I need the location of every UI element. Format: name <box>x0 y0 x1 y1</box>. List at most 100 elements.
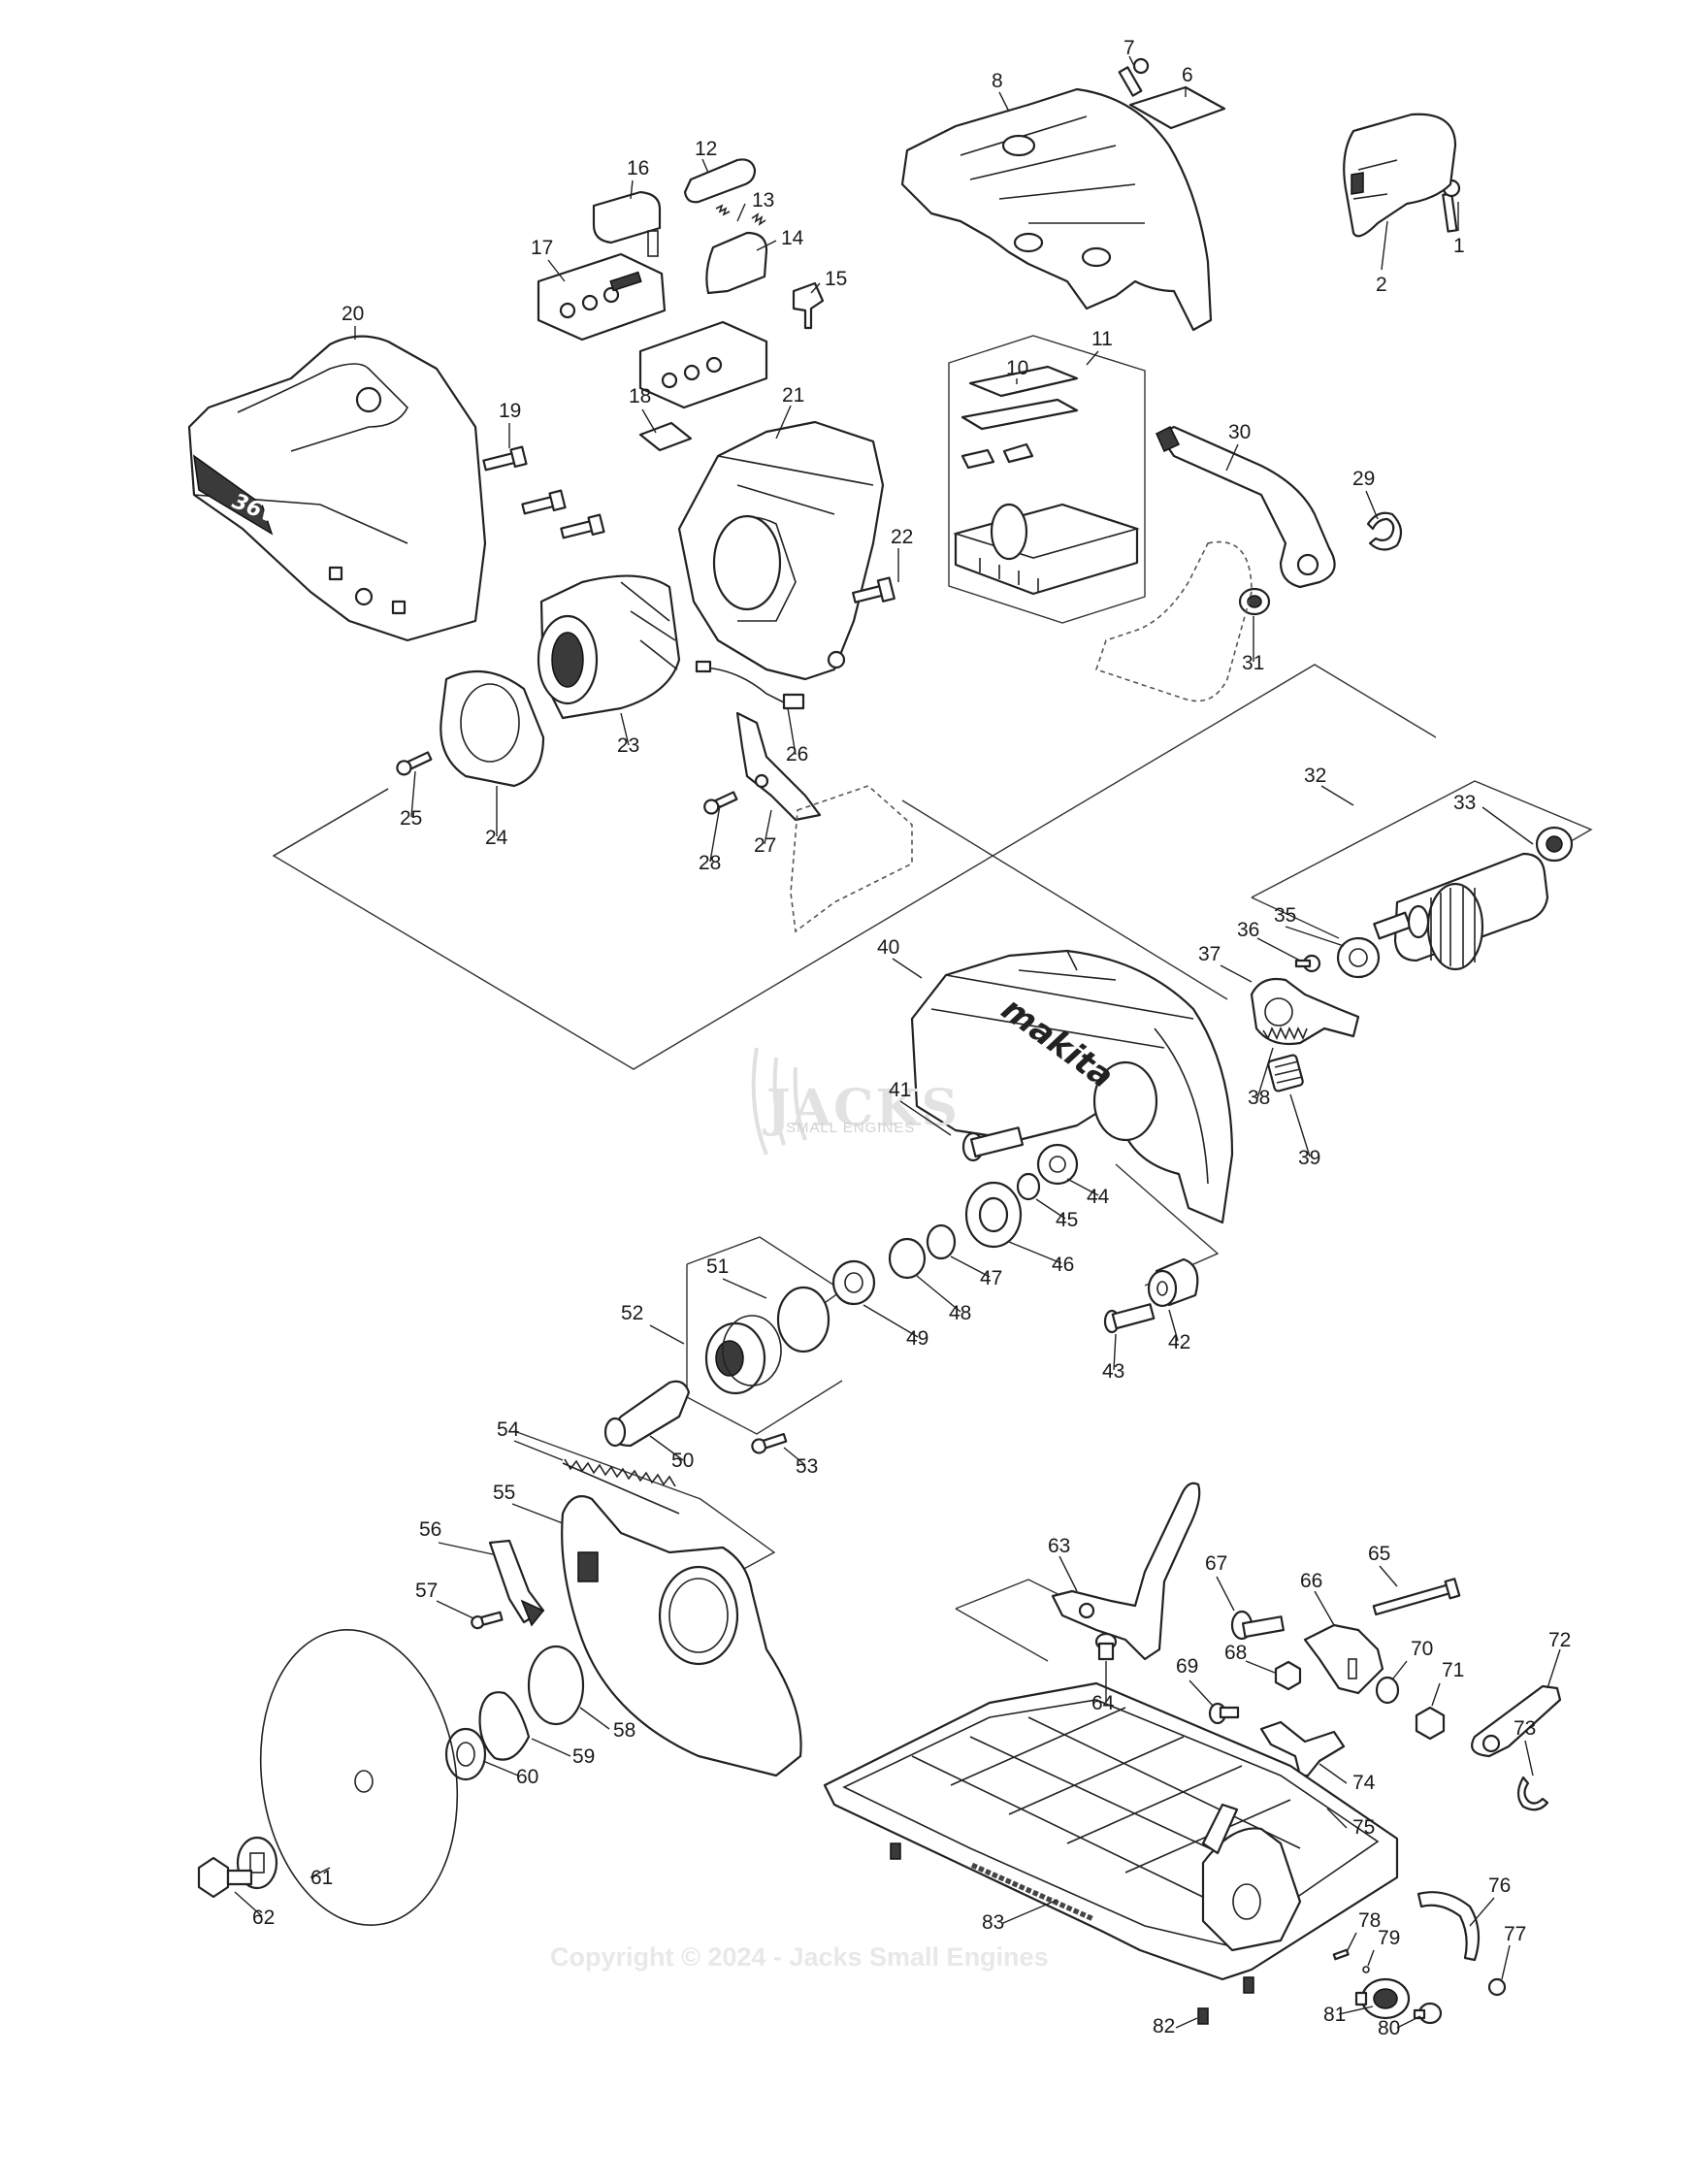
callout-66: 66 <box>1300 1570 1335 1626</box>
leader-line-68 <box>1245 1660 1276 1674</box>
callout-number-31: 31 <box>1242 652 1264 674</box>
leader-line-21 <box>775 405 792 440</box>
callout-33: 33 <box>1453 792 1534 845</box>
leader-line-50 <box>649 1435 684 1461</box>
callout-72: 72 <box>1546 1629 1571 1689</box>
callout-13: 13 <box>736 189 774 222</box>
part-8-housing-cover <box>900 87 1213 332</box>
leader-line-15 <box>810 282 821 294</box>
callout-number-2: 2 <box>1376 274 1387 296</box>
callout-number-66: 66 <box>1300 1570 1322 1592</box>
callout-number-17: 17 <box>531 237 553 259</box>
callout-number-68: 68 <box>1224 1642 1247 1664</box>
leader-line-72 <box>1546 1648 1561 1689</box>
leader-line-40 <box>892 958 923 979</box>
callout-number-40: 40 <box>877 936 899 959</box>
callout-number-49: 49 <box>906 1327 928 1350</box>
leader-line-71 <box>1431 1682 1441 1707</box>
callout-number-28: 28 <box>699 852 721 874</box>
callout-number-19: 19 <box>499 400 521 422</box>
part-79-ball <box>1362 1966 1370 1973</box>
callout-21: 21 <box>775 384 804 440</box>
part-72-lever <box>1471 1684 1562 1758</box>
callout-46: 46 <box>1008 1241 1074 1276</box>
leader-line-25 <box>410 770 416 818</box>
part-19-screws <box>482 445 605 539</box>
callout-number-6: 6 <box>1182 64 1193 86</box>
callout-81: 81 <box>1323 2004 1374 2026</box>
leader-line-78 <box>1346 1932 1357 1953</box>
callout-44: 44 <box>1066 1178 1110 1208</box>
leader-line-56 <box>438 1542 494 1555</box>
part-63-bevel-plate <box>1051 1482 1201 1661</box>
callout-number-72: 72 <box>1548 1629 1571 1651</box>
part-53-screw <box>751 1432 788 1454</box>
callout-number-24: 24 <box>485 827 508 849</box>
leader-line-32 <box>1320 785 1354 806</box>
leader-line-11 <box>1086 350 1099 366</box>
part-43-bolt <box>1103 1303 1156 1334</box>
leader-line-16 <box>630 179 634 200</box>
callout-45: 45 <box>1035 1198 1078 1231</box>
leader-line-13 <box>736 203 746 222</box>
callout-number-30: 30 <box>1228 421 1251 443</box>
leader-line-46 <box>1008 1241 1062 1264</box>
leader-line-73 <box>1524 1740 1534 1777</box>
part-58-ring <box>527 1645 585 1726</box>
callout-number-27: 27 <box>754 834 776 857</box>
callout-73: 73 <box>1514 1717 1536 1777</box>
part-22-screw <box>852 576 895 603</box>
callout-78: 78 <box>1346 1909 1381 1953</box>
part-21-motor-housing <box>677 420 885 681</box>
part-39-button <box>1267 1054 1304 1092</box>
leader-line-44 <box>1066 1178 1099 1196</box>
callout-11: 11 <box>1086 328 1113 366</box>
watermark-brand: JACKS <box>763 1079 960 1138</box>
part-56-lever <box>488 1539 545 1627</box>
leader-line-77 <box>1501 1944 1511 1980</box>
leader-line-12 <box>701 158 709 174</box>
callout-8: 8 <box>992 70 1010 113</box>
callout-14: 14 <box>756 227 804 251</box>
callout-77: 77 <box>1501 1923 1526 1980</box>
callout-48: 48 <box>916 1275 971 1324</box>
callout-number-22: 22 <box>891 526 913 548</box>
callout-number-37: 37 <box>1198 943 1221 965</box>
part-50-spindle <box>603 1380 691 1448</box>
leader-line-61 <box>309 1867 331 1878</box>
callout-number-32: 32 <box>1304 765 1326 787</box>
part-31-nut <box>1238 587 1271 616</box>
leader-line-63 <box>1058 1555 1078 1592</box>
part-26-sensor <box>695 660 805 710</box>
watermark-tagline: SMALL ENGINES <box>786 1120 915 1136</box>
callout-1: 1 <box>1453 202 1465 257</box>
callout-82: 82 <box>1153 2015 1198 2037</box>
callout-22: 22 <box>891 526 913 582</box>
leader-line-74 <box>1319 1763 1348 1784</box>
callout-41: 41 <box>889 1079 952 1136</box>
callout-42: 42 <box>1168 1309 1190 1353</box>
leader-line-39 <box>1289 1093 1311 1157</box>
callout-number-50: 50 <box>671 1450 694 1472</box>
callout-number-74: 74 <box>1352 1772 1376 1794</box>
callout-number-20: 20 <box>342 303 364 325</box>
part-49-bearing <box>831 1259 876 1306</box>
part-65-bolt <box>1372 1578 1461 1616</box>
callout-number-29: 29 <box>1352 468 1375 490</box>
callout-number-63: 63 <box>1048 1535 1070 1557</box>
part-62-bolt <box>197 1856 253 1899</box>
part-29-circlip <box>1366 511 1403 551</box>
leader-line-27 <box>764 809 772 845</box>
part-shapes: 36V <box>187 57 1574 2025</box>
callout-24: 24 <box>485 786 508 849</box>
callout-54: 54 <box>497 1418 564 1461</box>
leader-line-79 <box>1367 1949 1375 1967</box>
callout-25: 25 <box>400 770 422 830</box>
leader-line-82 <box>1175 2017 1198 2029</box>
part-73-circlip <box>1516 1776 1549 1811</box>
callout-28: 28 <box>699 804 721 874</box>
callout-number-59: 59 <box>572 1745 595 1768</box>
part-14-switch <box>705 231 768 295</box>
callout-number-21: 21 <box>782 384 804 407</box>
